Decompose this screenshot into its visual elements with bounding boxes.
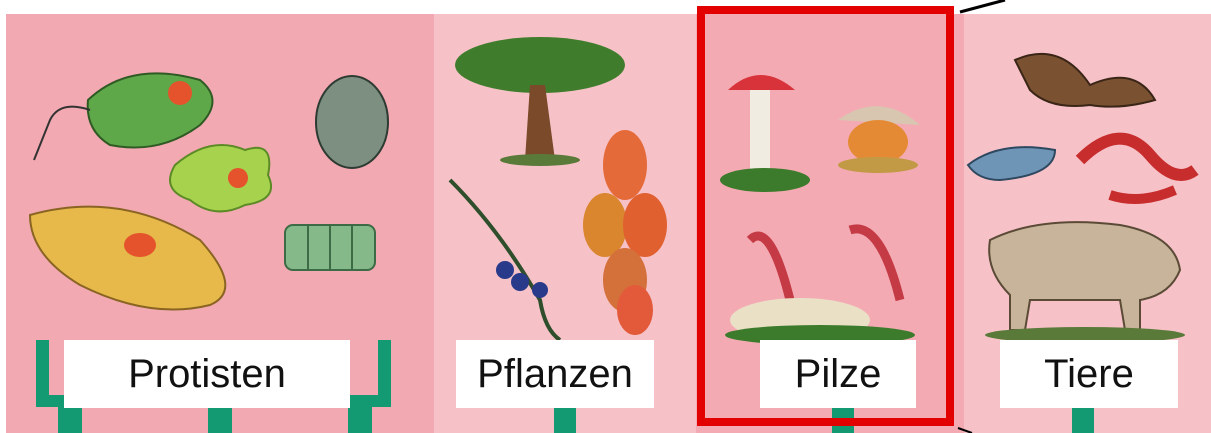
label-text: Pflanzen — [477, 352, 633, 397]
label-protisten: Protisten — [64, 340, 350, 408]
label-text: Pilze — [795, 352, 882, 397]
label-tiere: Tiere — [1000, 340, 1178, 408]
label-text: Tiere — [1044, 352, 1134, 397]
label-text: Protisten — [128, 352, 286, 397]
label-pflanzen: Pflanzen — [456, 340, 654, 408]
label-pilze: Pilze — [760, 340, 916, 408]
